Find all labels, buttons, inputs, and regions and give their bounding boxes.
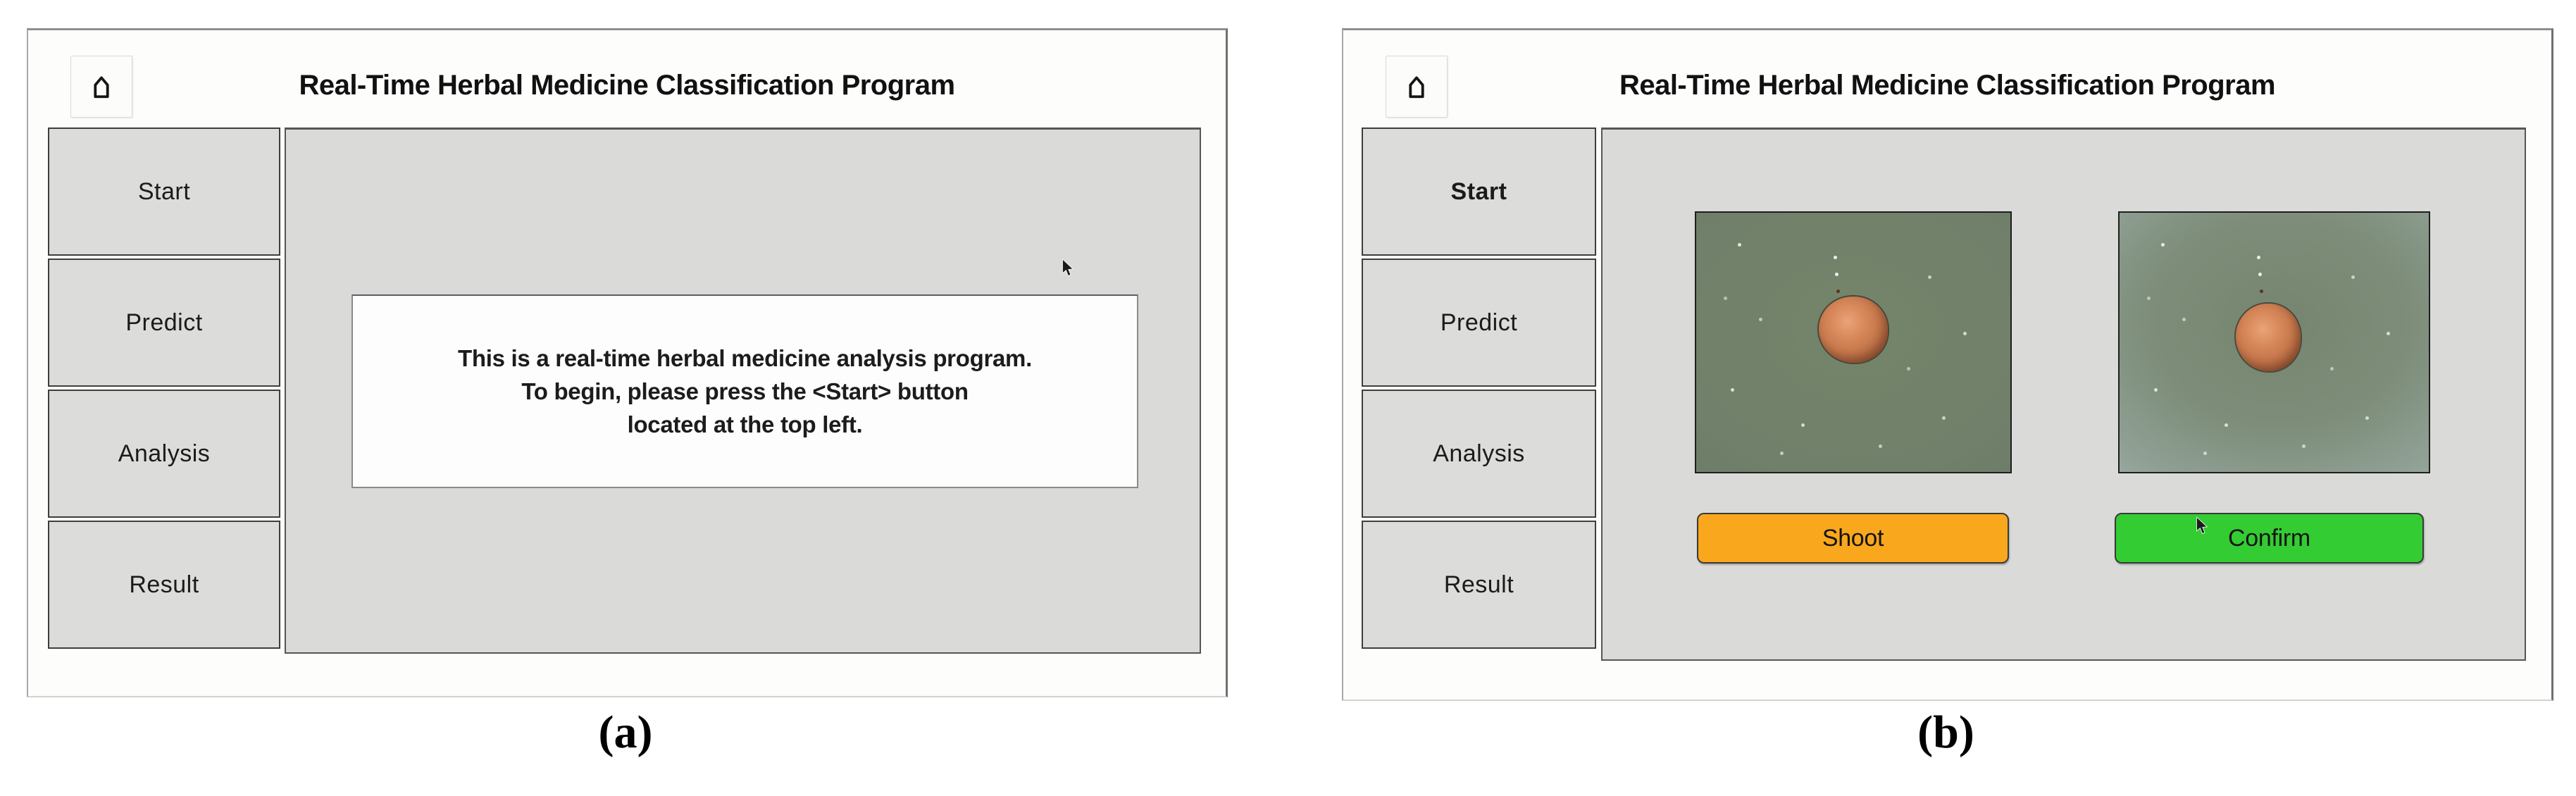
live-camera-view — [1695, 211, 2012, 473]
sidebar-item-analysis[interactable]: Analysis — [48, 390, 280, 518]
app-window-a: Real-Time Herbal Medicine Classification… — [27, 28, 1228, 697]
herbal-medicine-seed — [1819, 296, 1888, 363]
home-button[interactable] — [1386, 56, 1448, 118]
window-title: Real-Time Herbal Medicine Classification… — [1619, 70, 2276, 101]
background-speckles — [1696, 213, 1698, 215]
app-window-b: Real-Time Herbal Medicine Classification… — [1342, 28, 2553, 701]
sidebar-item-predict[interactable]: Predict — [1362, 259, 1596, 387]
herbal-medicine-seed — [2235, 303, 2301, 371]
window-title: Real-Time Herbal Medicine Classification… — [299, 70, 955, 101]
sidebar: Start Predict Analysis Result — [1362, 128, 1596, 649]
message-line: To begin, please press the <Start> butto… — [521, 378, 969, 404]
message-line: located at the top left. — [627, 411, 863, 437]
mouse-cursor — [1062, 259, 1074, 277]
content-area: Shoot Confirm — [1601, 128, 2526, 661]
home-icon — [1409, 76, 1424, 99]
sidebar-item-start[interactable]: Start — [1362, 128, 1596, 256]
home-icon — [94, 76, 109, 99]
background-speckles — [2120, 213, 2122, 215]
mouse-cursor — [2196, 517, 2208, 535]
welcome-message-box: This is a real-time herbal medicine anal… — [351, 294, 1138, 488]
home-button[interactable] — [70, 56, 132, 118]
confirm-button[interactable]: Confirm — [2115, 513, 2424, 564]
shoot-button[interactable]: Shoot — [1697, 513, 2009, 564]
figure-label-b: (b) — [1917, 707, 1974, 758]
captured-photo-view — [2118, 211, 2430, 473]
sidebar-item-result[interactable]: Result — [48, 521, 280, 649]
figure-label-a: (a) — [598, 707, 653, 758]
sidebar-item-predict[interactable]: Predict — [48, 259, 280, 387]
message-line: This is a real-time herbal medicine anal… — [458, 345, 1032, 371]
sidebar-item-start[interactable]: Start — [48, 128, 280, 256]
sidebar-item-result[interactable]: Result — [1362, 521, 1596, 649]
content-area: This is a real-time herbal medicine anal… — [285, 128, 1201, 654]
sidebar: Start Predict Analysis Result — [48, 128, 280, 649]
sidebar-item-analysis[interactable]: Analysis — [1362, 390, 1596, 518]
